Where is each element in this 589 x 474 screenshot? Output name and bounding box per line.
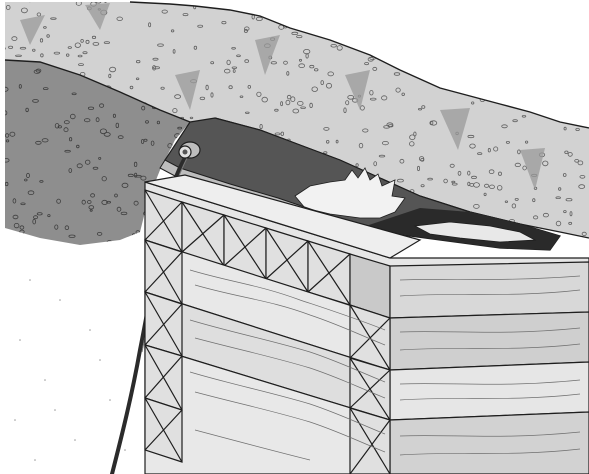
- crib-layer-2-right-face: [390, 312, 589, 370]
- crib-layer-4-right-face: [390, 412, 589, 474]
- hose-coupling: [179, 142, 200, 158]
- crib-layer-3-right-face: [390, 362, 589, 420]
- crib-corner-l1-face: [390, 262, 589, 318]
